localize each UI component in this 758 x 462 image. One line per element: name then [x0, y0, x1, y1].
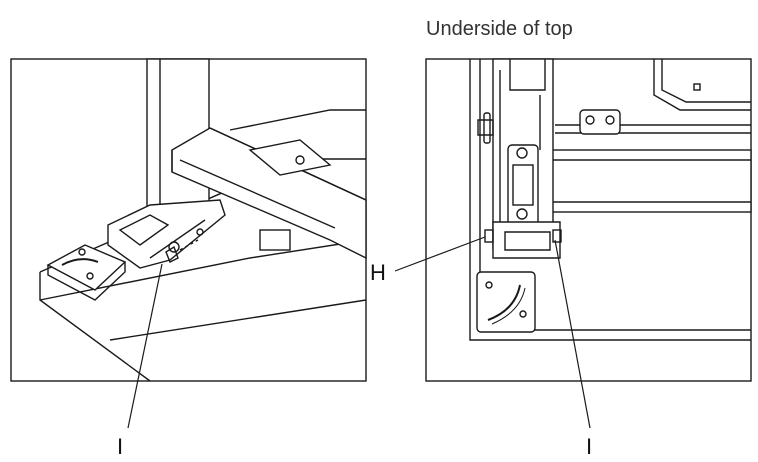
callout-h: H — [370, 260, 386, 285]
leader-left-i — [127, 263, 163, 429]
leader-right-i — [554, 239, 591, 429]
right-panel-caption: Underside of top — [426, 18, 573, 40]
leader-h — [394, 236, 486, 272]
bracket-plate — [248, 139, 332, 176]
hinge-bracket — [107, 199, 226, 269]
knob — [477, 119, 494, 136]
callout-right-i: I — [586, 434, 593, 459]
lower-bracket — [492, 221, 561, 259]
pin-right-i — [552, 229, 562, 243]
table-top-outline — [469, 59, 751, 341]
back-rail — [229, 109, 366, 131]
right-detail-view — [394, 58, 752, 429]
mounting-plate-right — [476, 271, 536, 333]
right-panel-frame — [425, 58, 752, 382]
pin-left — [165, 239, 199, 263]
pin-h — [484, 229, 494, 243]
callout-left-i: I — [117, 434, 124, 459]
left-detail-view — [10, 58, 367, 429]
